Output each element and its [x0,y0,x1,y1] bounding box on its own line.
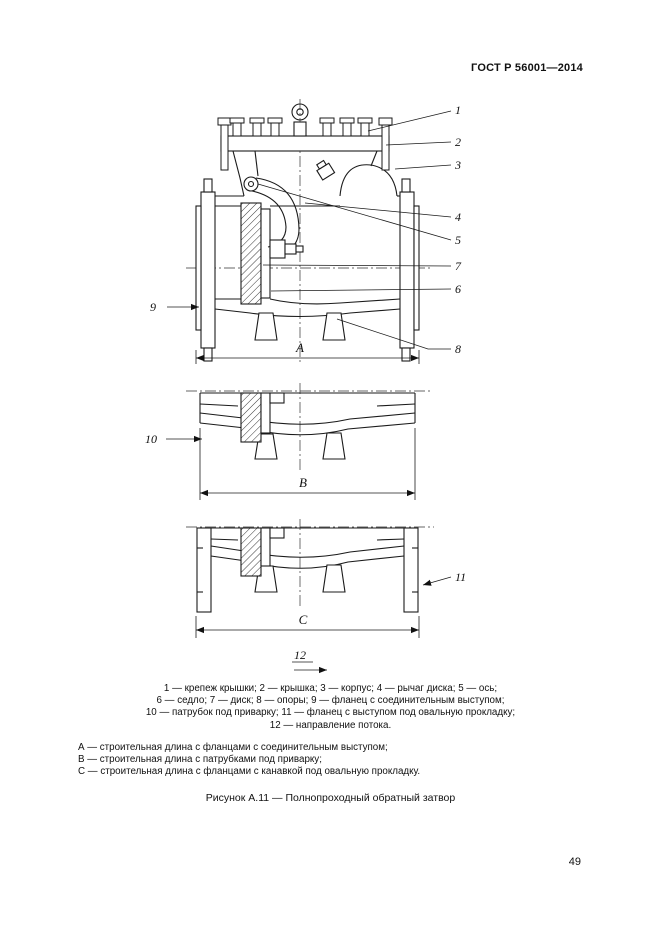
centerlines [186,99,434,607]
callout-labels: 1 2 3 4 5 7 6 8 9 10 11 12 [145,103,466,662]
disc [240,202,262,305]
dimension-label-c: C [299,612,308,627]
dimension-notes: А — строительная длина с фланцами с соед… [78,742,420,779]
note-c: С — строительная длина с фланцами с кана… [78,766,421,778]
seat [260,208,271,299]
dimension-b [199,428,416,500]
callout-8: 8 [455,342,461,356]
disc-hub [269,239,286,259]
dimension-label-a: A [295,340,304,355]
dimension-labels: A B C [295,340,308,627]
dimension-label-b: B [299,475,307,490]
main-view-flanged-valve [195,103,420,362]
lifting-eye-bolt [291,103,309,137]
callout-1: 1 [455,103,461,117]
legend-line-1: 1 — крепеж крышки; 2 — крышка; 3 — корпу… [163,683,498,694]
cover-bolts [217,117,393,171]
body-boss [316,159,336,181]
callout-12: 12 [294,648,306,662]
figure-caption: Рисунок А.11 — Полнопроходный обратный з… [205,792,456,804]
callout-3: 3 [454,158,461,172]
callout-4: 4 [455,210,461,224]
legend-line-2: 6 — седло; 7 — диск; 8 — опоры; 9 — флан… [156,695,505,707]
callout-7: 7 [455,259,462,273]
callout-10: 10 [145,432,157,446]
callout-2: 2 [455,135,461,149]
callout-leaders [166,110,452,586]
dimension-a [195,350,420,364]
callout-9: 9 [150,300,156,314]
callout-11: 11 [455,570,466,584]
view-c-grooved-flange [196,527,419,613]
callout-5: 5 [455,233,461,247]
page-number: 49 [568,856,581,868]
right-flange-raised-face [399,178,420,362]
dimension-lines [195,350,420,674]
disc-assembly [240,176,304,305]
view-b-weld-end [199,392,416,460]
figure-legend: 1 — крепеж крышки; 2 — крышка; 3 — корпу… [0,683,661,732]
document-header: ГОСТ Р 56001—2014 [471,62,583,74]
left-flange-raised-face [195,178,216,362]
flow-direction-arrow [292,661,327,674]
note-a: А — строительная длина с фланцами с соед… [78,742,388,753]
disc-nut [284,243,297,255]
hinge-pin [243,176,259,192]
note-b: В — строительная длина с патрубками под … [78,754,322,766]
legend-line-3: 10 — патрубок под приварку; 11 — фланец … [145,707,516,719]
callout-6: 6 [455,282,461,296]
cover-plate [220,135,390,152]
valve-technical-drawing: 1 2 3 4 5 7 6 8 9 10 11 12 A B C [145,99,466,674]
legend-line-4: 12 — направление потока. [269,719,392,731]
dimension-c [195,616,420,638]
valve-body [214,150,401,318]
